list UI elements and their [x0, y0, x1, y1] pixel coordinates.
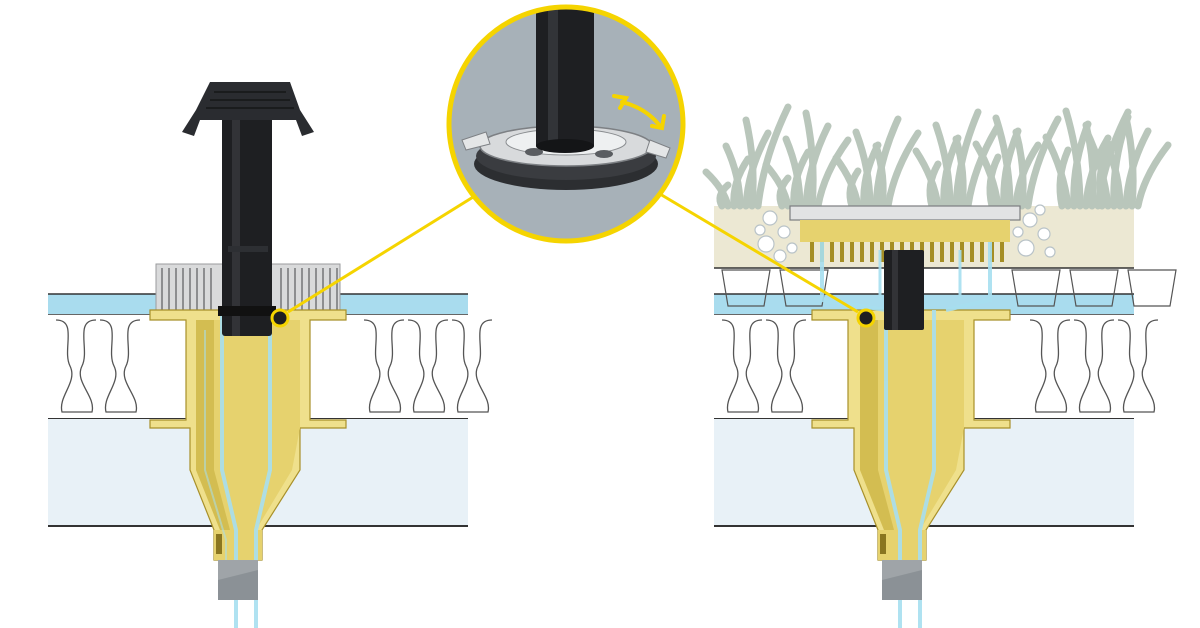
callout-leaders: [287, 192, 859, 314]
grass-blade: [782, 135, 804, 210]
grass-blade: [932, 121, 954, 210]
pebble: [777, 225, 791, 239]
pebble: [786, 242, 798, 254]
grass-blade: [702, 168, 732, 210]
insulation-cell: [1073, 319, 1115, 413]
vent-pipe-icon: [536, 9, 594, 153]
insulation-cell: [1117, 319, 1159, 413]
grass-blade: [1024, 115, 1062, 210]
insulation-cell: [99, 319, 141, 413]
grass-blade: [964, 122, 1002, 210]
grass-blade: [1012, 128, 1027, 210]
insulation-cell: [1029, 319, 1071, 413]
insulation-pattern: [721, 319, 1159, 413]
insulation-cell: [765, 319, 807, 413]
grass-blade: [1122, 114, 1137, 210]
drainage-cup: [1069, 269, 1119, 307]
rotation-arrow-icon: [612, 94, 666, 131]
vent-pipe-icon: [884, 250, 924, 330]
drainage-cup: [779, 269, 829, 307]
insulation-cell: [451, 319, 493, 413]
detail-callout: [446, 4, 686, 244]
pebble: [773, 249, 787, 263]
grass-blade: [912, 147, 942, 210]
drainage-cup: [721, 269, 771, 307]
callout-marker-left: [270, 308, 290, 328]
grass-blade: [762, 161, 792, 210]
drainage-cup: [1011, 269, 1061, 307]
drainage-layer: [721, 269, 1177, 307]
grass-blade: [884, 129, 922, 210]
left-roof-section: [48, 82, 493, 628]
pebble: [757, 235, 775, 253]
grass-blade: [722, 142, 744, 210]
callout-marker-right: [856, 308, 876, 328]
locking-ring-icon: [461, 125, 671, 190]
grass-blade: [872, 142, 887, 210]
pebble: [754, 224, 766, 236]
pebble: [762, 210, 778, 226]
grass-blade: [814, 136, 852, 210]
right-roof-section: [702, 103, 1177, 628]
pebble: [1017, 239, 1035, 257]
pebble-icon: [754, 204, 1056, 263]
grass-blade: [952, 135, 967, 210]
grass-blade: [754, 103, 792, 210]
pebble: [1034, 204, 1046, 216]
grass-icon: [702, 103, 1172, 210]
grass-blade: [1134, 141, 1172, 210]
grass-blade: [1102, 140, 1124, 210]
grass-blade: [1042, 133, 1072, 210]
grass-blade: [832, 154, 862, 210]
grass-blade: [1062, 107, 1084, 210]
insulation-cell: [407, 319, 449, 413]
pebble: [1012, 226, 1024, 238]
pebble: [1037, 227, 1051, 241]
pebble: [1022, 212, 1038, 228]
grass-blade: [1082, 126, 1112, 210]
drainage-cup: [1127, 269, 1177, 307]
insulation-pattern: [55, 319, 493, 413]
grass-blade: [802, 109, 817, 210]
grass-blade: [852, 128, 874, 210]
vent-pipe-icon: [218, 100, 276, 336]
grass-blade: [992, 114, 1014, 210]
grass-blade: [742, 116, 757, 210]
insulation-cell: [55, 319, 97, 413]
insulation-cell: [721, 319, 763, 413]
pebble: [1044, 246, 1056, 258]
vent-cap-icon: [182, 82, 314, 136]
insulation-cell: [363, 319, 405, 413]
grass-blade: [972, 140, 1002, 210]
